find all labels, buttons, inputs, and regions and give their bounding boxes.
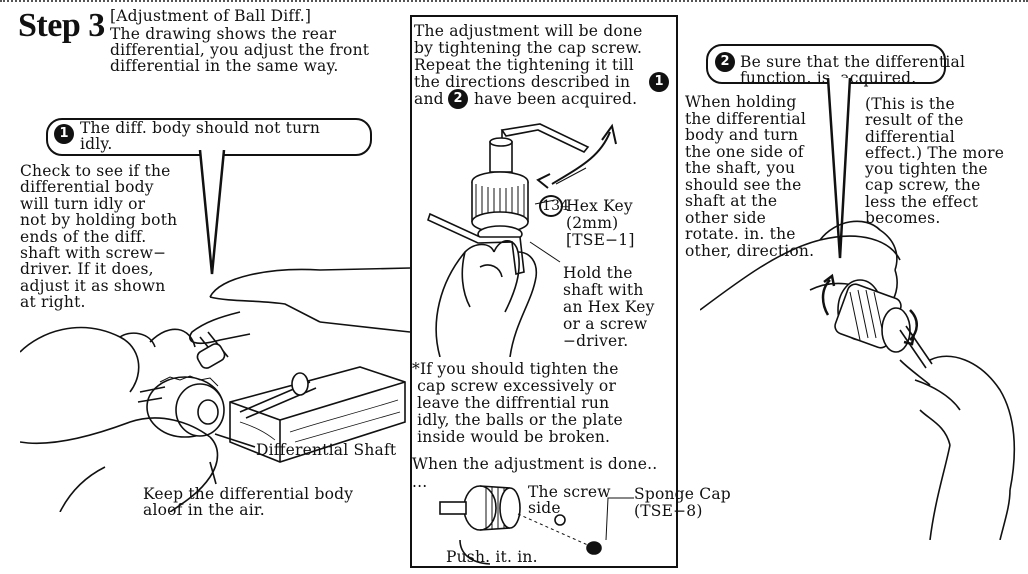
top-dotted-rule: [0, 0, 1028, 5]
center-warning: *If you should tighten the cap screw exc…: [412, 360, 623, 446]
center-ref-2: 2: [448, 89, 468, 109]
center-ref-1: 1: [649, 72, 669, 92]
center-intro-line-5a: and: [414, 90, 444, 108]
center-intro-line-5b: have been acquired.: [474, 90, 638, 108]
callout-2-pointer: [826, 78, 852, 259]
label-hold-shaft: Hold the shaft with an Hex Key or a scre…: [563, 264, 655, 350]
label-hex-key: Hex Key (2mm) [TSE−1]: [566, 197, 635, 249]
section-intro: The drawing shows the rear differential,…: [110, 25, 370, 75]
left-caption: Keep the differential body aloof in the …: [143, 485, 354, 519]
right-illustration: [700, 220, 1016, 540]
right-instructions: When holding the differential body and t…: [685, 93, 815, 260]
callout-1-text: The diff. body should not turn idly.: [80, 119, 321, 153]
center-intro-line-4: the directions described in: [414, 73, 631, 91]
left-illustration: [20, 267, 410, 512]
label-push-in: Push. it. in.: [446, 548, 538, 566]
sponge-cap-leader: [605, 497, 634, 541]
callout-1-number: 1: [54, 124, 74, 144]
sponge-cap-illustration: [439, 485, 602, 565]
center-intro-line-3: Repeat the tightening it till: [414, 56, 634, 74]
callout-2-text: Be sure that the differential function. …: [740, 53, 966, 87]
center-intro-line-1: The adjustment will be done: [414, 22, 643, 40]
callout-2-number: 2: [715, 52, 735, 72]
left-instructions: Check to see if the differential body wi…: [20, 162, 178, 312]
center-illustration: [427, 123, 617, 357]
label-differential-shaft: Differential Shaft: [256, 441, 397, 459]
step-label: Step 3: [18, 7, 105, 44]
right-note: (This is the result of the differential …: [865, 95, 1005, 228]
center-done: When the adjustment is done..: [412, 455, 658, 473]
part-number-circle: [539, 195, 563, 217]
center-panel: [410, 15, 678, 568]
label-sponge-cap: Sponge Cap (TSE−8): [634, 485, 731, 520]
callout-1-pointer: [198, 150, 226, 275]
center-intro-line-2: by tightening the cap screw.: [414, 39, 643, 57]
label-screw-side: The screw side: [528, 483, 611, 517]
callout-2: [706, 44, 946, 84]
part-number: 134: [542, 198, 570, 214]
center-ellipsis: ...: [412, 473, 428, 491]
section-heading: [Adjustment of Ball Diff.]: [110, 7, 312, 25]
